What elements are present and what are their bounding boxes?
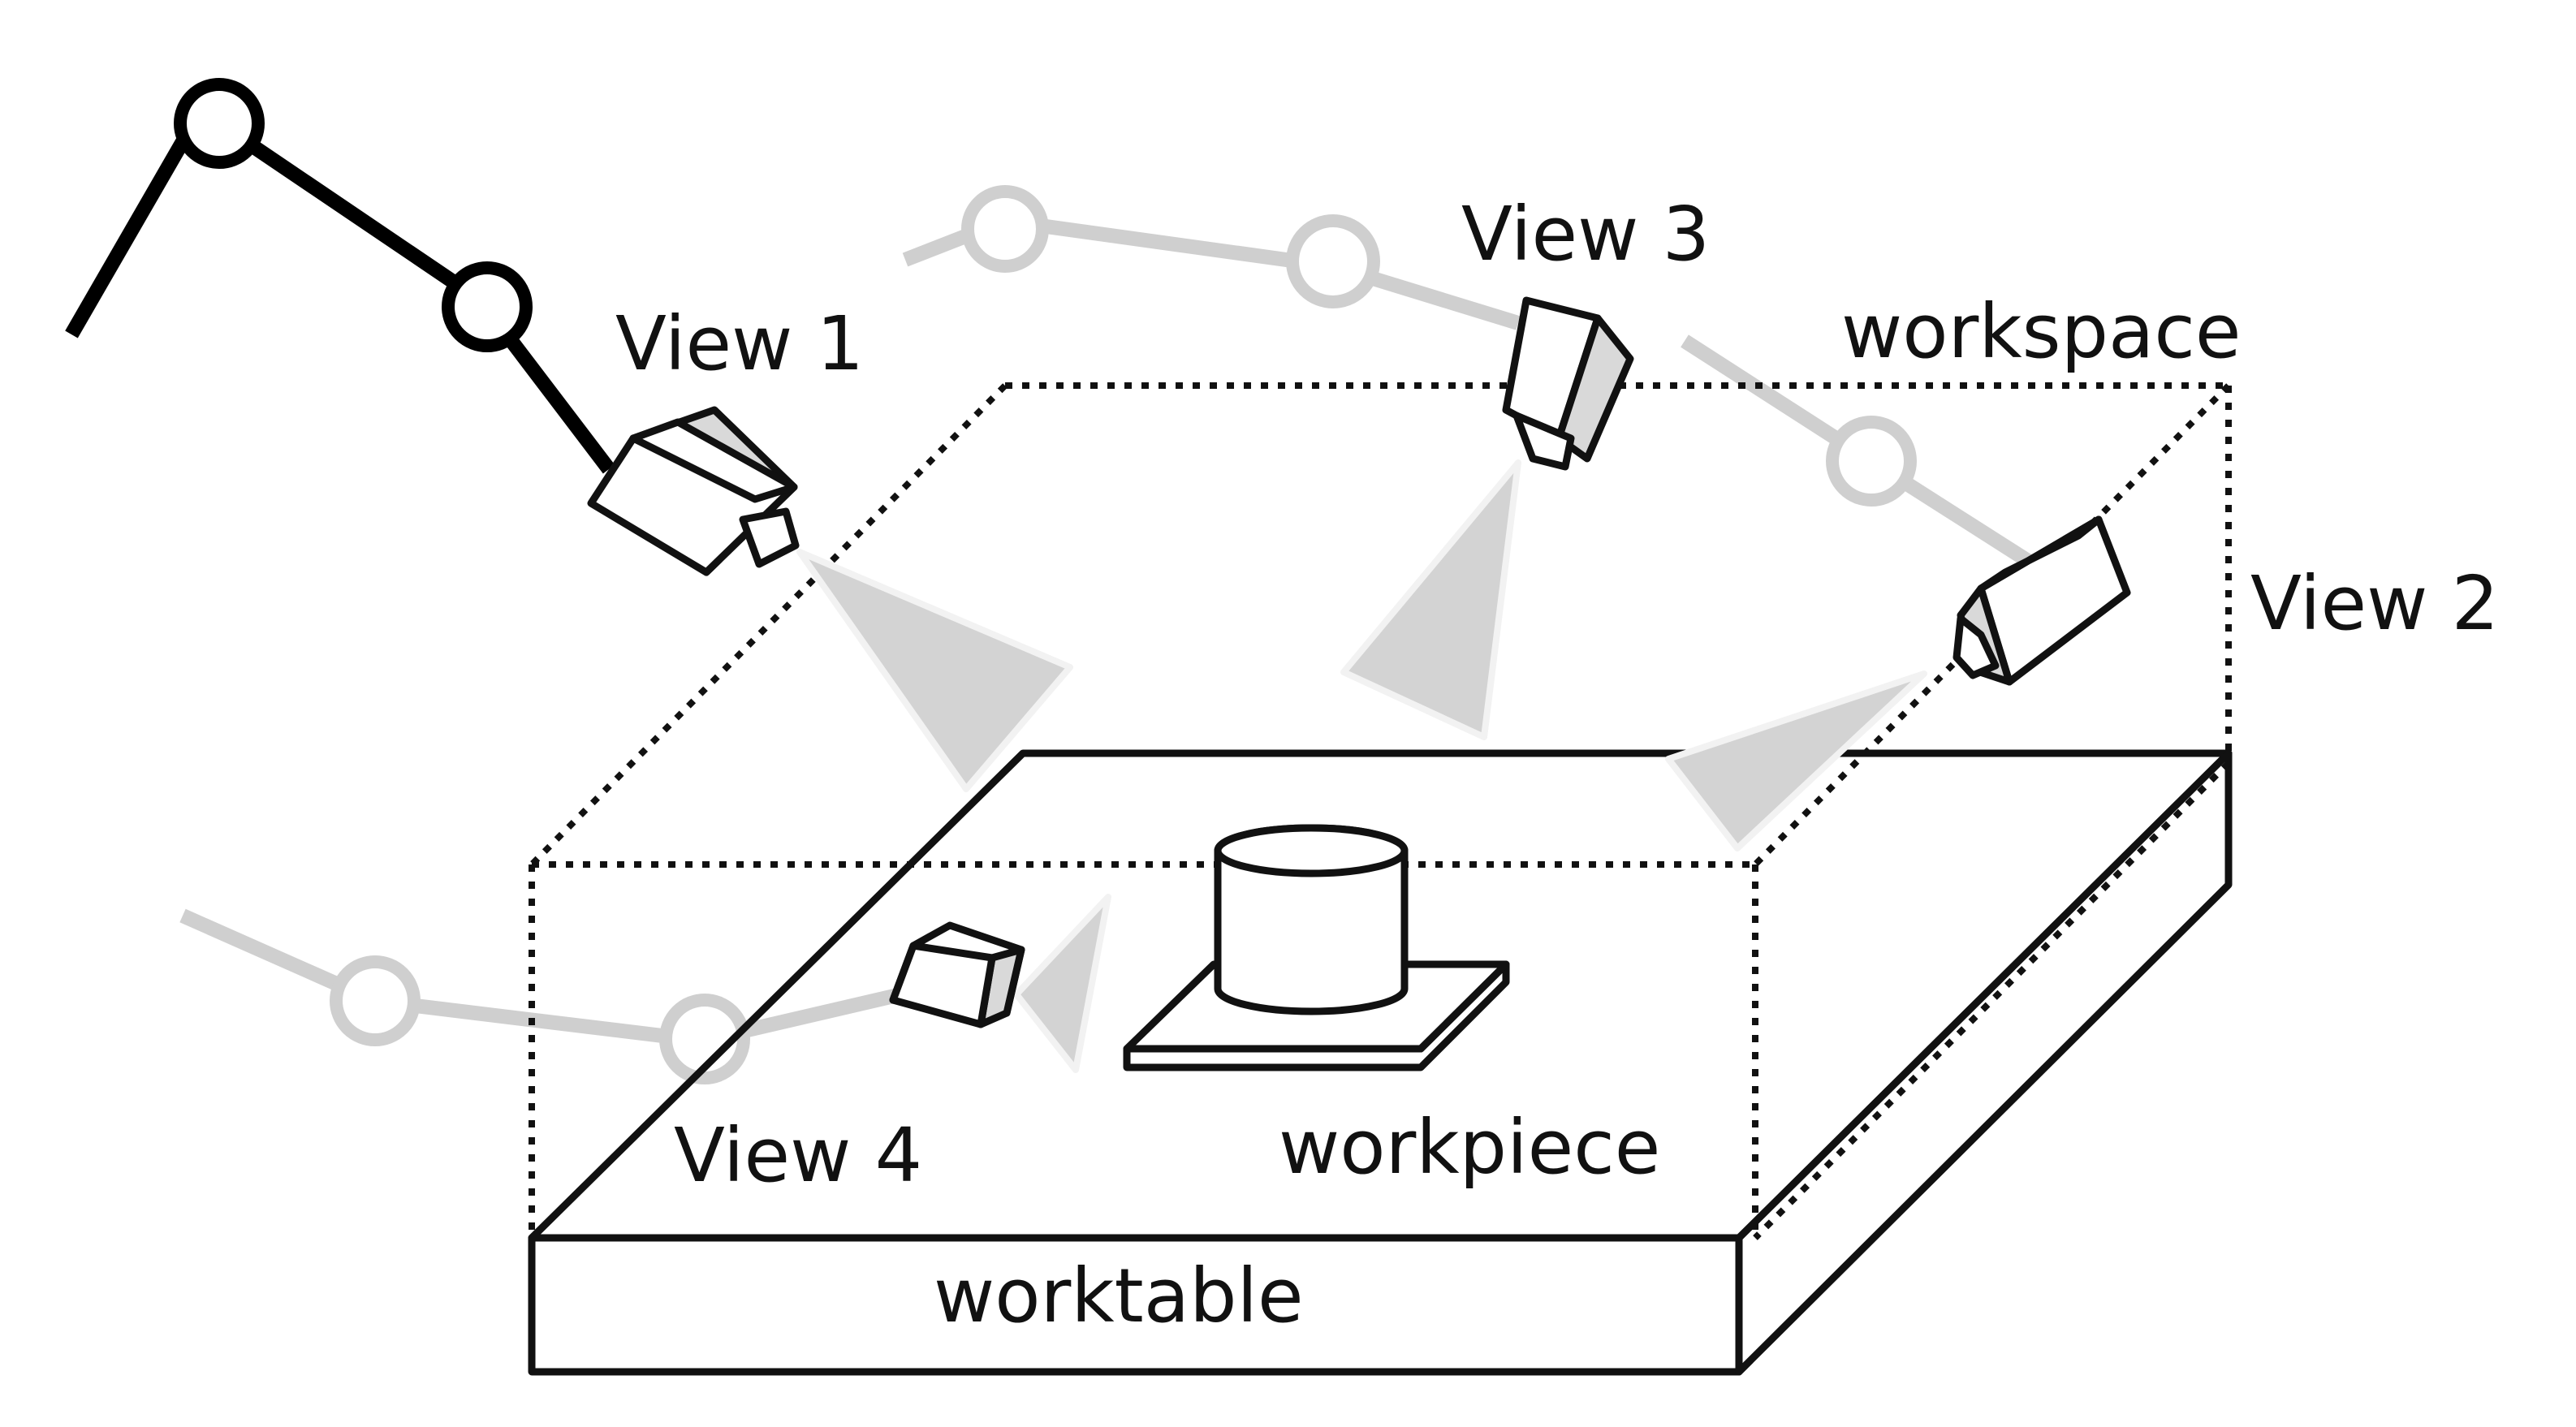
camera-view-1 xyxy=(587,406,800,576)
robot-arm-gray-bottom xyxy=(179,908,904,1084)
workpiece xyxy=(1123,824,1510,1071)
label-view-3: View 3 xyxy=(1461,191,1710,278)
view-cone-2 xyxy=(1665,670,1927,851)
view-cone-3 xyxy=(1340,459,1521,740)
joint-active-1 xyxy=(174,78,265,169)
joint-gray-1 xyxy=(961,185,1049,273)
worktable xyxy=(528,749,2233,1376)
label-view-2: View 2 xyxy=(2250,560,2499,647)
workpiece-cylinder-top xyxy=(1214,824,1409,877)
view-cone-1 xyxy=(796,549,1073,792)
camera-view-2 xyxy=(1952,515,2131,686)
worktable-side xyxy=(1735,749,2233,1376)
camera-view-3 xyxy=(1502,296,1634,471)
robot-arm-gray-top xyxy=(902,185,2043,575)
label-workpiece: workpiece xyxy=(1279,1104,1660,1191)
joint-gray-2 xyxy=(1286,214,1380,308)
joint-gray-4 xyxy=(330,955,421,1046)
joint-active-2 xyxy=(442,261,533,352)
joint-gray-5 xyxy=(659,994,750,1084)
label-workspace: workspace xyxy=(1841,288,2242,375)
camera-view-4 xyxy=(889,921,1025,1028)
joint-gray-3 xyxy=(1826,416,1917,507)
label-worktable: worktable xyxy=(934,1252,1304,1339)
workspace-front-edges xyxy=(529,761,2231,1240)
robot-arm-active xyxy=(65,78,615,474)
label-view-1: View 1 xyxy=(615,300,864,387)
label-view-4: View 4 xyxy=(674,1112,922,1199)
view-cone-4 xyxy=(1013,894,1111,1073)
